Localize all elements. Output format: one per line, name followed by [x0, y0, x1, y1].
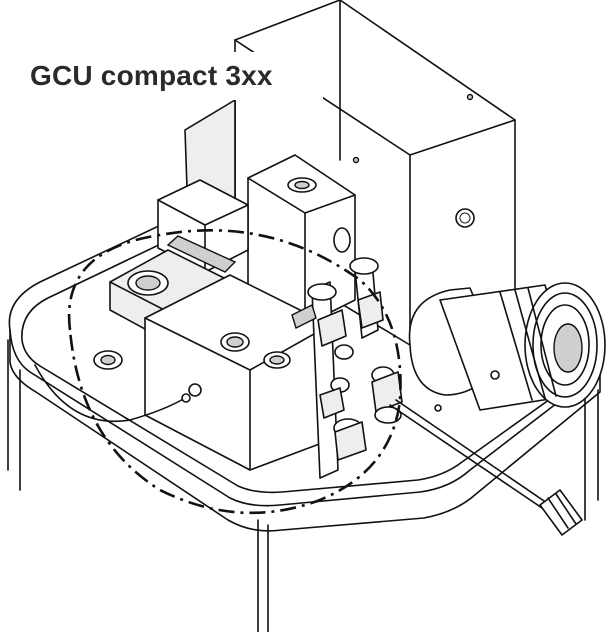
highlight-ellipse	[67, 229, 402, 515]
water-connections	[291, 257, 403, 479]
diagram-title: GCU compact 3xx	[30, 60, 273, 91]
title-label-box: GCU compact 3xx	[20, 52, 323, 100]
gas-line	[389, 399, 583, 536]
flue-pipe	[408, 282, 606, 412]
cable	[34, 364, 191, 423]
